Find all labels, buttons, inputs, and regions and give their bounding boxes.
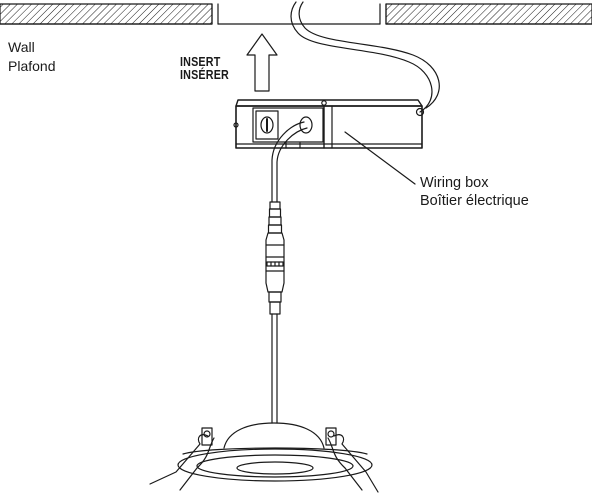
insert-arrow-icon xyxy=(246,33,278,92)
insert-label: INSERT INSÉRER xyxy=(180,56,229,82)
insert-label-en: INSERT xyxy=(180,55,221,69)
supply-cable xyxy=(290,1,440,113)
wall-label: Wall Plafond xyxy=(8,38,55,76)
wiring-box xyxy=(233,99,425,149)
fixture-cable-upper xyxy=(271,121,308,203)
wall-label-en: Wall xyxy=(8,39,35,55)
leader-line xyxy=(344,131,416,185)
ceiling-hatch xyxy=(0,3,592,25)
fixture-cable-lower xyxy=(271,313,278,424)
wiring-box-label: Wiring box Boîtier électrique xyxy=(420,174,529,210)
insert-label-fr: INSÉRER xyxy=(180,68,229,82)
wiring-box-label-fr: Boîtier électrique xyxy=(420,193,529,209)
downlight-fixture xyxy=(149,422,379,493)
cable-connector xyxy=(265,201,285,315)
wall-label-fr: Plafond xyxy=(8,58,56,74)
wiring-box-label-en: Wiring box xyxy=(420,175,489,191)
